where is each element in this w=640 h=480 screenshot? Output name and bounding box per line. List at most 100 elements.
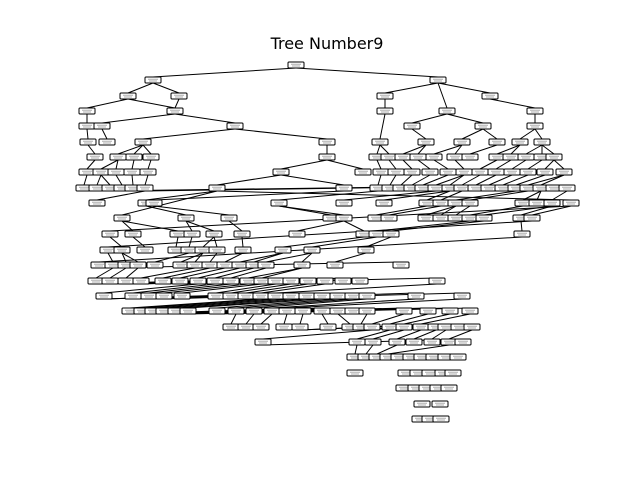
tree-edge — [188, 236, 193, 248]
tree-node-text-line — [109, 265, 117, 267]
tree-node-text-line — [412, 296, 420, 298]
tree-edge — [224, 252, 244, 263]
tree-node — [346, 369, 364, 377]
tree-edge — [100, 174, 111, 186]
tree-node-text-line — [267, 309, 277, 311]
tree-edge — [86, 98, 129, 109]
tree-node-text-line — [213, 250, 221, 252]
tree-node-box — [86, 153, 104, 161]
tree-node-text-line — [533, 203, 541, 205]
tree-node-text-line — [406, 355, 416, 357]
tree-node-box — [123, 168, 141, 176]
tree-node-text-line — [227, 281, 235, 283]
tree-node-box — [119, 92, 137, 100]
tree-node — [335, 184, 353, 192]
tree-node-text-line — [79, 186, 89, 188]
tree-edge — [121, 190, 218, 216]
tree-node-text-line — [212, 248, 222, 250]
tree-node — [98, 138, 116, 146]
tree-node-text-line — [372, 355, 382, 357]
tree-node-box — [177, 214, 195, 222]
tree-node-box — [475, 214, 493, 222]
tree-node-text-line — [318, 311, 326, 313]
tree-node — [293, 261, 311, 269]
tree-node — [144, 76, 162, 84]
tree-edge — [213, 236, 218, 248]
tree-node-text-line — [538, 142, 546, 144]
tree-node-box — [372, 168, 390, 176]
tree-node — [294, 307, 312, 315]
tree-node-text-line — [442, 327, 450, 329]
tree-node — [447, 214, 465, 222]
tree-node-text-line — [385, 325, 395, 327]
tree-node-text-line — [485, 188, 493, 190]
tree-node-text-line — [548, 203, 556, 205]
tree-edge — [311, 236, 378, 248]
tree-node-box — [446, 153, 464, 161]
tree-edge — [417, 159, 431, 170]
tree-edge — [384, 82, 439, 94]
tree-node-box — [216, 261, 234, 269]
tree-node-box — [407, 292, 425, 300]
tree-node-box — [252, 292, 270, 300]
tree-node-text-line — [458, 188, 466, 190]
tree-node-box — [543, 199, 561, 207]
tree-node-box — [329, 292, 347, 300]
tree-node-text-line — [340, 203, 348, 205]
tree-node — [299, 277, 317, 285]
tree-node-text-line — [437, 218, 445, 220]
tree-node-text-line — [399, 157, 407, 159]
tree-node-text-line — [187, 232, 197, 234]
tree-node — [487, 168, 505, 176]
tree-node-text-line — [225, 218, 233, 220]
tree-node — [101, 230, 119, 238]
tree-edge — [109, 236, 123, 248]
tree-node-text-line — [352, 340, 362, 342]
tree-edge — [489, 98, 536, 109]
tree-edge — [411, 174, 431, 186]
tree-node-text-line — [210, 234, 218, 236]
tree-node-text-line — [105, 279, 115, 281]
tree-node-box — [287, 61, 305, 69]
tree-node-text-line — [413, 371, 423, 373]
tree-node-text-line — [412, 388, 420, 390]
tree-node-text-line — [317, 294, 327, 296]
tree-node — [494, 184, 512, 192]
tree-node-text-line — [465, 155, 475, 157]
tree-node — [354, 168, 372, 176]
tree-node-text-line — [451, 157, 459, 159]
tree-node-box — [562, 199, 580, 207]
tree-edge — [488, 174, 513, 186]
tree-edge — [142, 128, 236, 140]
tree-node-text-line — [507, 170, 517, 172]
tree-node-text-line — [140, 248, 150, 250]
tree-node-text-line — [279, 250, 287, 252]
tree-node — [287, 61, 305, 69]
tree-node — [444, 369, 462, 377]
tree-node-box — [387, 168, 405, 176]
tree-node-text-line — [458, 296, 466, 298]
tree-node-text-line — [117, 248, 127, 250]
tree-edge — [145, 205, 187, 216]
tree-edge — [278, 190, 379, 201]
tree-node — [358, 307, 376, 315]
tree-node-text-line — [249, 263, 259, 265]
tree-edge — [253, 298, 368, 309]
tree-edge — [280, 174, 345, 186]
tree-edge — [365, 236, 392, 248]
tree-edge — [83, 174, 88, 186]
tree-node — [288, 230, 306, 238]
tree-node — [107, 168, 125, 176]
tree-node-box — [461, 153, 479, 161]
tree-node-text-line — [455, 327, 463, 329]
tree-node-text-line — [181, 216, 191, 218]
tree-node-text-line — [541, 172, 549, 174]
tree-node-text-line — [349, 311, 357, 313]
tree-node-text-line — [442, 109, 452, 111]
tree-node-text-line — [118, 250, 126, 252]
tree-node — [95, 292, 113, 300]
tree-edge — [440, 205, 457, 216]
tree-node — [86, 153, 104, 161]
tree-node-text-line — [177, 294, 187, 296]
